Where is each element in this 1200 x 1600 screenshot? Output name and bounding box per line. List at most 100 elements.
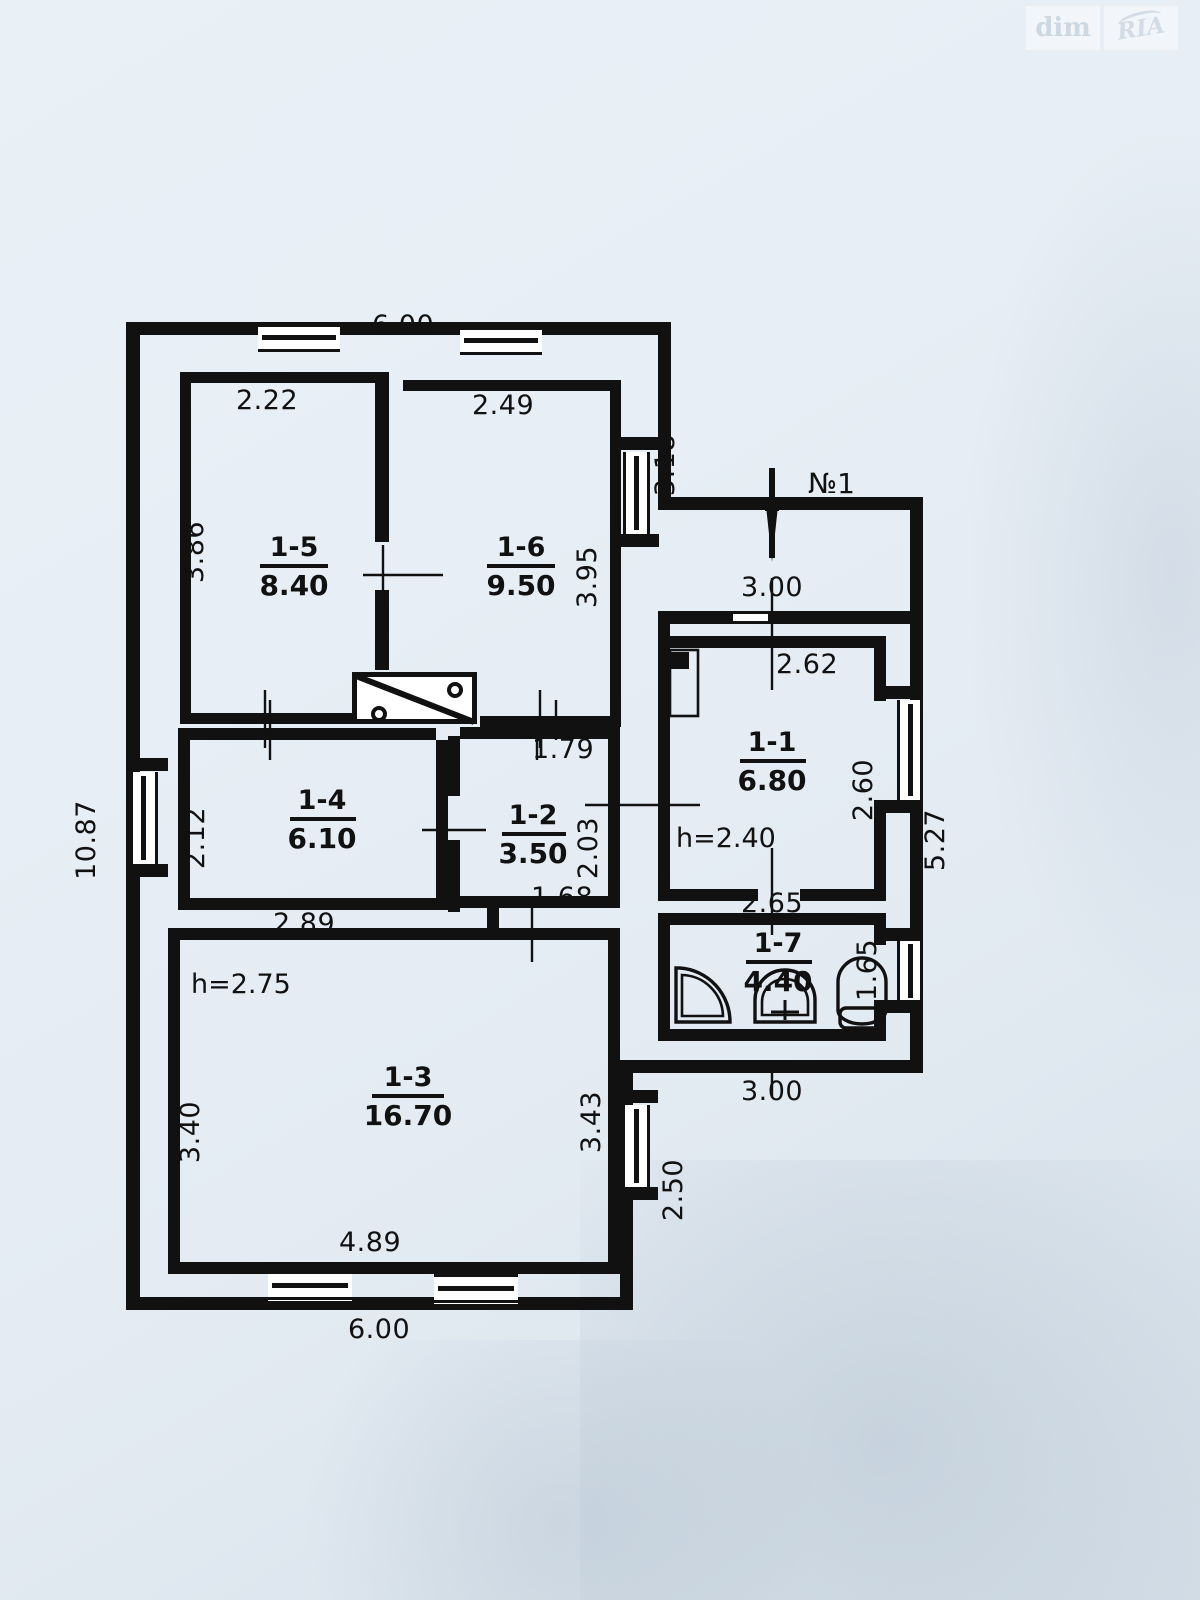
wall-1-3-right: [608, 928, 620, 1274]
wall-stub-upper-right-b: [621, 534, 659, 547]
walls: [126, 322, 923, 1310]
wall-stub-1-1-window-b: [886, 800, 923, 813]
dim-1-3-left: 3.40: [175, 1101, 206, 1163]
window-upper-right: [623, 452, 650, 534]
room-code-1-4: 1-4: [298, 785, 347, 816]
wall-1-7-right-upper: [874, 925, 886, 945]
wall-1-3-left: [168, 928, 180, 1272]
room-area-1-5: 8.40: [259, 569, 328, 602]
dim-1-1-top: 3.00: [741, 572, 803, 603]
dim-1-6-width: 2.49: [472, 390, 534, 421]
dim-1-2-right: 2.03: [573, 817, 604, 879]
room-area-1-7: 4.40: [743, 965, 812, 998]
dim-1-7-right: 1.65: [852, 939, 883, 1001]
wall-1-5-top: [180, 372, 375, 383]
window-right-1-1: [897, 700, 923, 800]
room-code-1-3: 1-3: [384, 1062, 433, 1093]
wall-1-4-left: [178, 728, 190, 910]
wall-exterior-bottom: [126, 1297, 633, 1310]
wall-partition-1-5-1-6-lower: [375, 590, 389, 670]
labels: 6.00 6.00 10.87 5.27 2.22 3.86 2.49 3.95…: [71, 310, 951, 1345]
room-label-1-3: 1-3 16.70: [364, 1062, 453, 1132]
height-label-1-3: h=2.75: [191, 969, 291, 1000]
room-label-1-1: 1-1 6.80: [737, 727, 806, 797]
wall-corridor-top: [658, 497, 923, 510]
room-code-1-5: 1-5: [270, 532, 319, 563]
wall-1-3-bottom: [168, 1262, 620, 1274]
wall-stub-1-1-window-a: [886, 686, 923, 699]
room-code-1-6: 1-6: [497, 532, 546, 563]
stove-icon: [352, 672, 477, 725]
room-area-1-3: 16.70: [364, 1099, 453, 1132]
dim-1-7-top: 2.65: [741, 888, 803, 919]
dim-1-5-width: 2.22: [236, 385, 298, 416]
dim-top-overall: 6.00: [372, 310, 434, 341]
wall-1-1-bottom-right: [800, 889, 886, 901]
window-top-left: [258, 324, 340, 352]
window-bottom-right: [434, 1274, 518, 1304]
wall-exterior-upperright: [658, 322, 671, 497]
dim-1-4-bottom: 2.89: [273, 908, 335, 939]
wall-stub-1-7-window-b: [886, 1000, 923, 1013]
room-area-1-2: 3.50: [498, 837, 567, 870]
dim-1-3-bottom: 4.89: [339, 1227, 401, 1258]
wall-1-4-right: [436, 740, 448, 910]
wall-stub-1-7-window-a: [886, 928, 923, 941]
dim-1-4-left: 2.12: [180, 807, 211, 869]
window-right-1-7: [897, 940, 923, 1002]
wall-1-6-top: [403, 380, 621, 391]
window-top-right: [460, 327, 542, 355]
room-area-1-1: 6.80: [737, 764, 806, 797]
boiler-icon: [668, 648, 700, 718]
wall-1-6-right: [610, 380, 621, 725]
wall-1-5-left: [180, 372, 191, 724]
room-label-1-7: 1-7 4.40: [743, 928, 812, 998]
room-label-1-5: 1-5 8.40: [259, 532, 328, 602]
entrance-label: №1: [808, 467, 855, 500]
dimension-ticks: [263, 545, 774, 1128]
dim-1-2-bottom: 1.68: [531, 882, 593, 913]
wall-corridor-bottom-left: [658, 611, 731, 624]
window-left-middle: [130, 772, 158, 864]
wall-jog-1-2-1-3: [487, 908, 499, 930]
room-label-1-2: 1-2 3.50: [498, 800, 567, 870]
dim-bottom-right-width: 3.00: [741, 1076, 803, 1107]
sink-icon: [753, 968, 817, 1024]
wall-1-6-bottom: [480, 716, 621, 727]
wall-1-4-top: [178, 728, 436, 740]
entrance-door-marker: [765, 468, 779, 562]
wall-stub-right-1-3-b: [620, 1187, 658, 1200]
room-label-1-6: 1-6 9.50: [486, 532, 555, 602]
wall-1-3-top: [168, 928, 620, 940]
wall-1-1-right-lower: [874, 800, 886, 890]
wall-partition-1-5-1-6-upper: [375, 372, 389, 542]
wall-1-1-bottom-left: [658, 889, 758, 901]
dim-left-overall: 10.87: [71, 800, 102, 880]
wall-stub-left-window-b: [126, 864, 168, 877]
dim-1-1-width: 2.62: [776, 649, 838, 680]
wall-1-1-right-upper: [874, 636, 886, 701]
room-label-1-4: 1-4 6.10: [287, 785, 356, 855]
dim-bottom-right-height: 2.50: [658, 1159, 689, 1221]
wall-1-2-right: [608, 727, 620, 907]
height-label-1-1: h=2.40: [676, 823, 776, 854]
dim-right-overall: 5.27: [920, 809, 951, 871]
room-area-1-4: 6.10: [287, 822, 356, 855]
dim-bottom-overall: 6.00: [348, 1314, 410, 1345]
wall-bottom-jog: [620, 1060, 671, 1073]
wall-1-2-left-lower: [448, 840, 460, 912]
wall-1-2-left-upper: [448, 736, 460, 796]
window-bottom-left: [268, 1271, 352, 1301]
dim-1-1-right: 2.60: [848, 759, 879, 821]
dim-1-6-height: 3.95: [572, 546, 603, 608]
room-code-1-2: 1-2: [509, 800, 558, 831]
room-code-1-7: 1-7: [754, 928, 803, 959]
wall-1-4-bottom: [178, 898, 448, 910]
room-area-1-6: 9.50: [486, 569, 555, 602]
dim-1-3-right: 3.43: [576, 1091, 607, 1153]
wall-1-1-left: [658, 624, 670, 889]
wall-1-7-bottom: [658, 1029, 886, 1041]
wall-right-block-bottom: [658, 1060, 923, 1073]
wall-1-7-left: [658, 913, 670, 1041]
